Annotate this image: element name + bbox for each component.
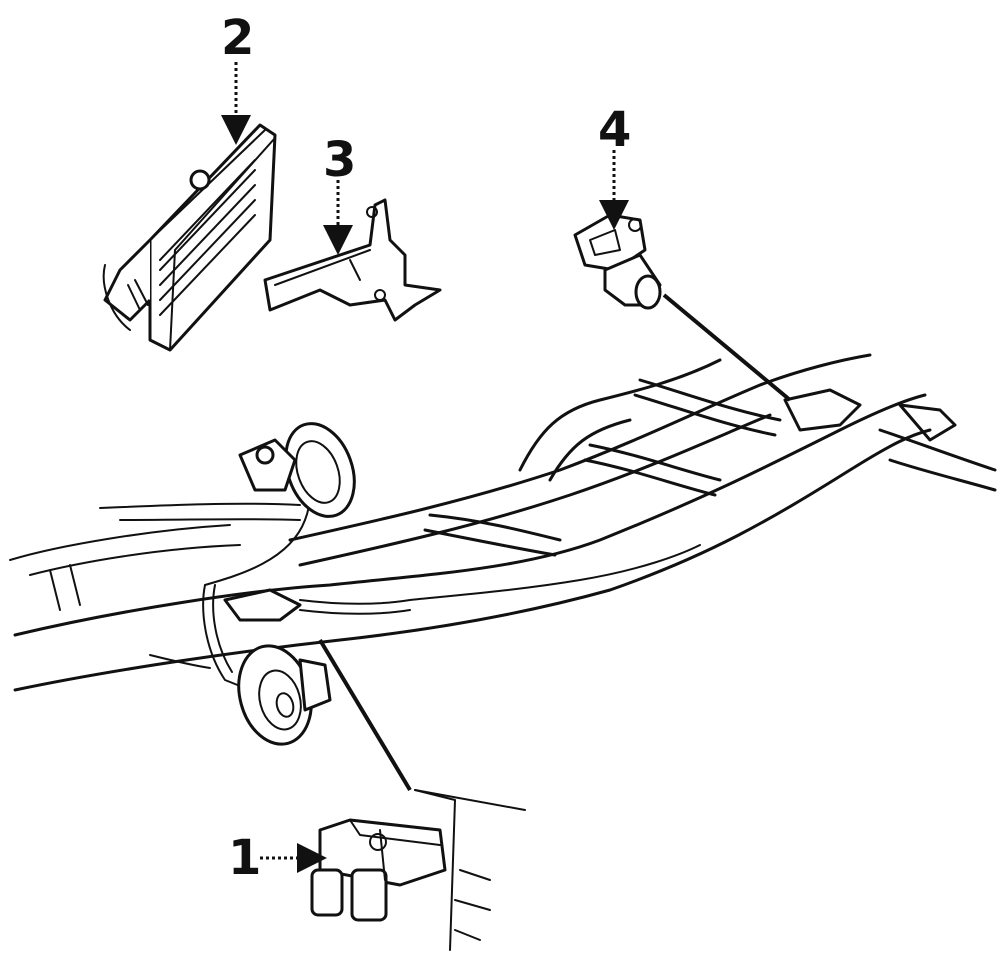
callout-4: 4 bbox=[598, 102, 631, 158]
callout-labels: 1 2 3 4 bbox=[221, 10, 631, 886]
part-3-bracket bbox=[263, 198, 442, 322]
callout-arrows bbox=[221, 62, 629, 873]
part-2-control-module bbox=[102, 123, 277, 352]
callout-2: 2 bbox=[221, 10, 254, 66]
callout-1: 1 bbox=[228, 830, 261, 886]
upper-brake-drum bbox=[238, 422, 356, 518]
callout-3: 3 bbox=[323, 132, 356, 188]
vehicle-frame bbox=[9, 353, 997, 692]
part-1-modulator-valve bbox=[310, 789, 526, 951]
leader-lines bbox=[318, 293, 792, 792]
lower-brake-hub bbox=[223, 588, 332, 746]
part-4-speed-sensor bbox=[573, 213, 862, 432]
